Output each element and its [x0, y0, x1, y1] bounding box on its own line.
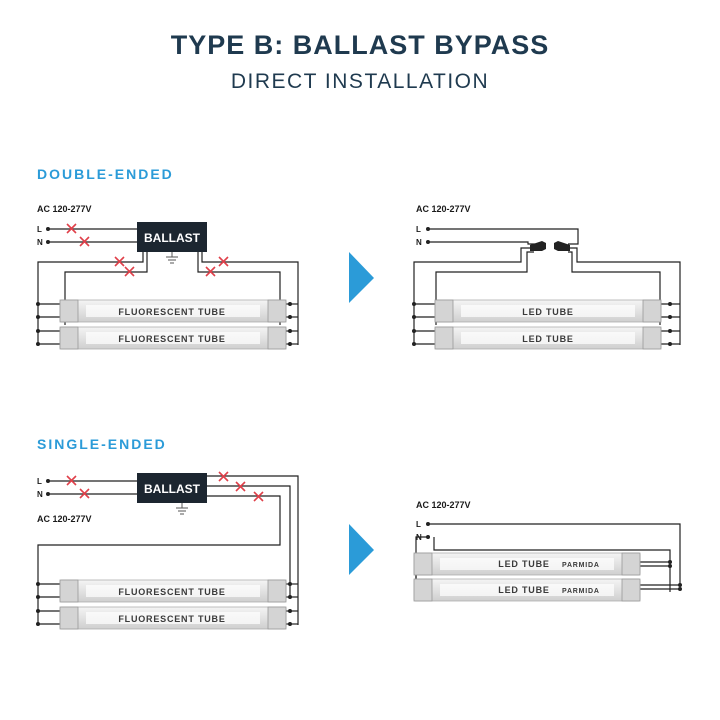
- tube-label: LED TUBE: [498, 559, 549, 569]
- diagram-double-ended-led: [413, 228, 681, 345]
- page-subtitle: DIRECT INSTALLATION: [230, 70, 490, 93]
- tube-label: FLUORESCENT TUBE: [118, 307, 225, 317]
- section-double-ended: DOUBLE-ENDED: [37, 166, 174, 182]
- line-label: L: [416, 520, 421, 529]
- ballast-box: [137, 222, 207, 252]
- arrow-right-icon: [349, 524, 374, 575]
- terminal-dot: [46, 240, 50, 244]
- led-tube: [413, 552, 641, 576]
- led-tube: [413, 578, 641, 602]
- fluorescent-tube: [59, 326, 287, 350]
- ballast-label: BALLAST: [144, 482, 201, 496]
- fluorescent-tube: [59, 299, 287, 323]
- tube-label: LED TUBE: [522, 307, 573, 317]
- ballast-label: BALLAST: [144, 231, 201, 245]
- led-tube: [434, 326, 662, 350]
- brand-logo: PARMIDA: [562, 588, 600, 595]
- tube-label: LED TUBE: [522, 334, 573, 344]
- page-title: TYPE B: BALLAST BYPASS: [170, 30, 550, 60]
- neutral-label: N: [37, 490, 43, 499]
- cut-marks: [66, 223, 229, 277]
- diagram-double-ended-fluorescent: [37, 228, 299, 345]
- wire-nut-icon: [530, 241, 570, 251]
- tube-label: FLUORESCENT TUBE: [118, 587, 225, 597]
- terminal-dot: [46, 227, 50, 231]
- line-label: L: [37, 225, 42, 234]
- neutral-label: N: [37, 238, 43, 247]
- cut-marks: [66, 471, 264, 502]
- led-tube: [434, 299, 662, 323]
- ground-icon: [166, 252, 178, 264]
- arrow-right-icon: [349, 252, 374, 303]
- line-label: L: [37, 477, 42, 486]
- fluorescent-tube: [59, 606, 287, 630]
- tube-label: LED TUBE: [498, 585, 549, 595]
- diagram-single-ended-fluorescent: [37, 475, 299, 625]
- neutral-label: N: [416, 238, 422, 247]
- brand-logo: PARMIDA: [562, 562, 600, 569]
- voltage-label: AC 120-277V: [37, 204, 92, 214]
- tube-label: FLUORESCENT TUBE: [118, 614, 225, 624]
- voltage-label: AC 120-277V: [416, 500, 471, 510]
- ballast-box: [137, 473, 207, 503]
- neutral-label: N: [416, 533, 422, 542]
- line-label: L: [416, 225, 421, 234]
- fluorescent-tube: [59, 579, 287, 603]
- tube-label: FLUORESCENT TUBE: [118, 334, 225, 344]
- voltage-label: AC 120-277V: [416, 204, 471, 214]
- voltage-label: AC 120-277V: [37, 514, 92, 524]
- section-single-ended: SINGLE-ENDED: [37, 436, 167, 452]
- ground-icon: [176, 503, 188, 515]
